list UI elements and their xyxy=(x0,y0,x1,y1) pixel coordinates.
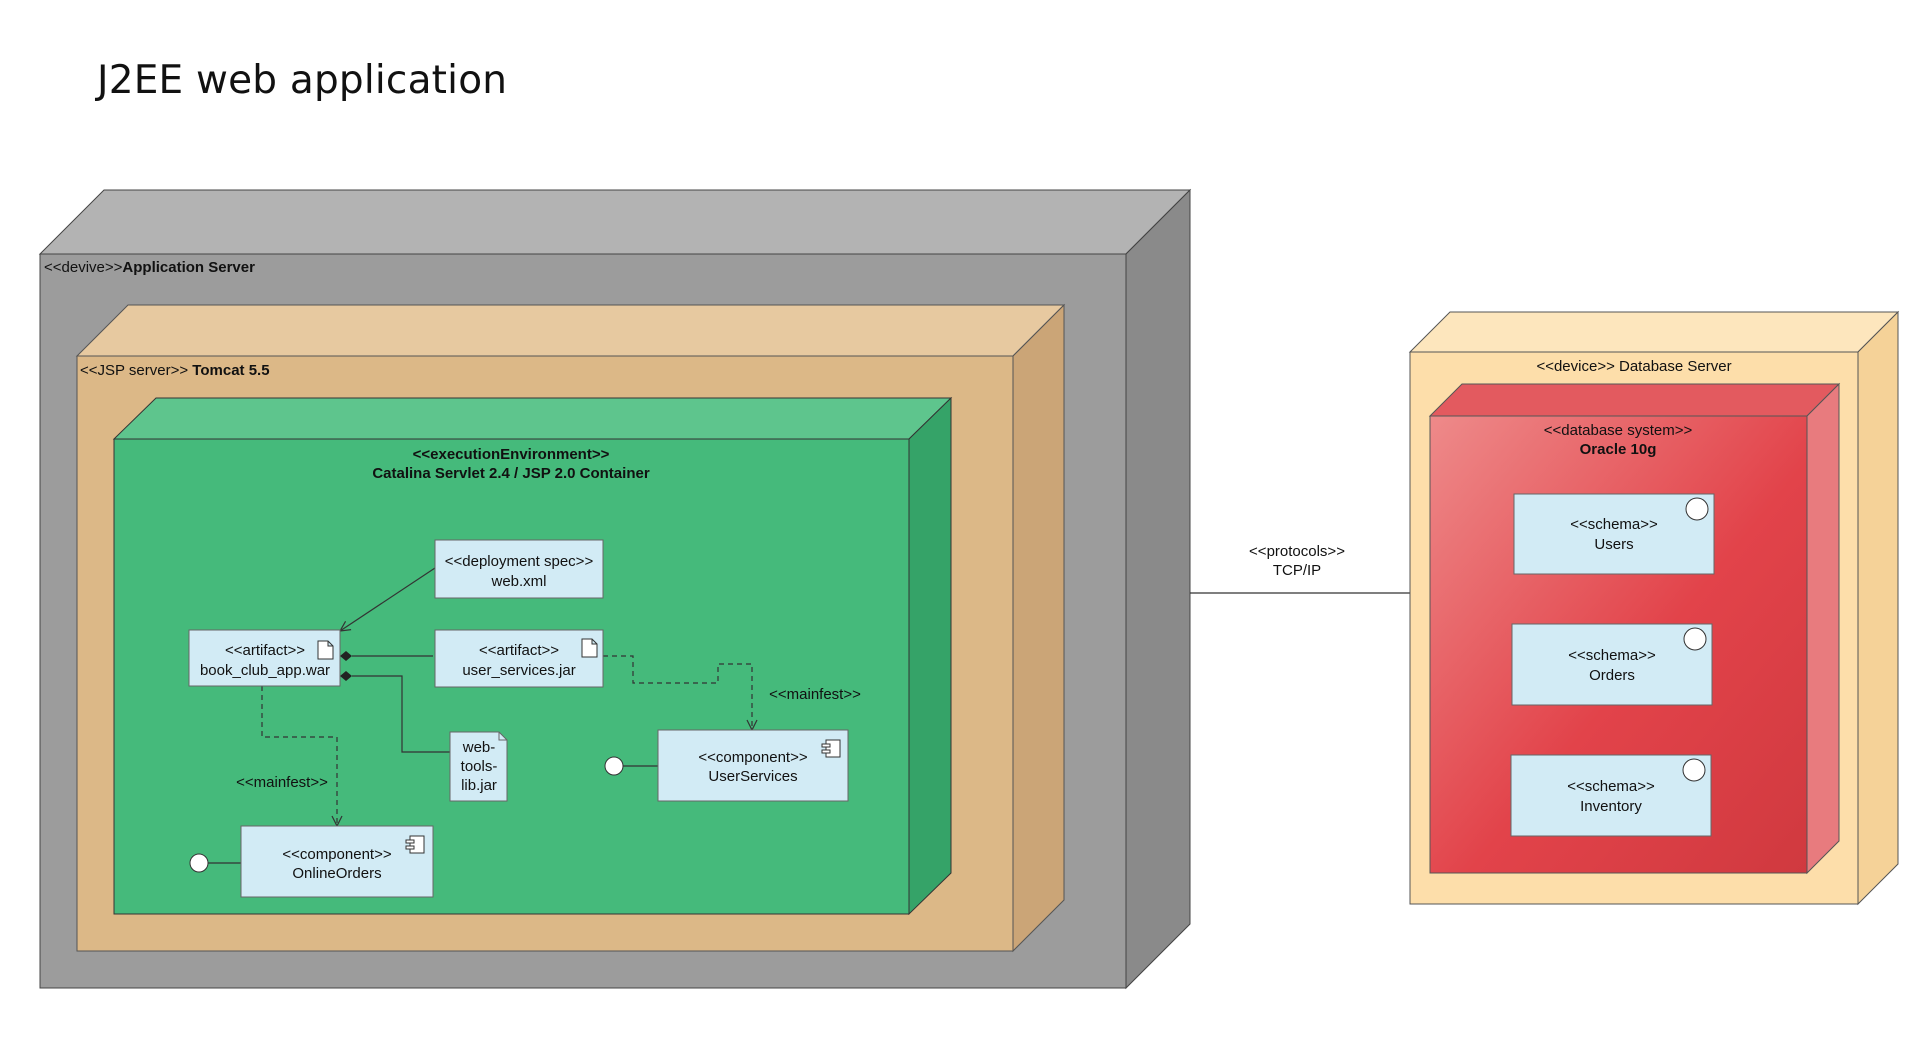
svg-text:tools-: tools- xyxy=(461,758,498,775)
schema-icon xyxy=(1683,627,1707,651)
artifact-web-tools-lib[interactable]: web- tools- lib.jar xyxy=(449,731,508,802)
container-stereotype: <<executionEnvironment>> xyxy=(413,446,610,463)
container-name: Catalina Servlet 2.4 / JSP 2.0 Container xyxy=(372,465,650,482)
tomcat-label: <<JSP server>> Tomcat 5.5 xyxy=(80,362,270,379)
composition-diamond-2 xyxy=(340,671,352,681)
component-user-services[interactable]: <<component>> UserServices xyxy=(657,729,849,802)
svg-text:<<artifact>>: <<artifact>> xyxy=(479,642,559,659)
composition-web-tools xyxy=(352,675,450,753)
component-icon xyxy=(405,835,425,854)
database-server-label: <<device>> Database Server xyxy=(1536,358,1731,375)
svg-text:web-: web- xyxy=(462,739,496,756)
svg-text:user_services.jar: user_services.jar xyxy=(462,662,575,679)
artifact-user-services-jar[interactable]: <<artifact>> user_services.jar xyxy=(434,629,604,688)
protocol-stereotype: <<protocols>> xyxy=(1249,543,1345,560)
manifest-label-online-orders: <<mainfest>> xyxy=(236,774,328,791)
svg-text:OnlineOrders: OnlineOrders xyxy=(292,865,381,882)
svg-text:Inventory: Inventory xyxy=(1580,798,1642,815)
svg-text:<<artifact>>: <<artifact>> xyxy=(225,642,305,659)
component-online-orders[interactable]: <<component>> OnlineOrders xyxy=(240,825,434,898)
svg-text:book_club_app.war: book_club_app.war xyxy=(200,662,330,679)
schema-inventory[interactable]: <<schema>> Inventory xyxy=(1510,754,1712,837)
oracle-stereotype: <<database system>> xyxy=(1544,422,1693,439)
deployment-spec-dependency xyxy=(340,567,436,631)
folded-corner xyxy=(498,732,507,741)
user-services-interface-icon xyxy=(604,756,624,776)
svg-text:<<component>>: <<component>> xyxy=(282,846,391,863)
component-icon xyxy=(821,739,841,758)
schema-icon xyxy=(1685,497,1709,521)
svg-text:lib.jar: lib.jar xyxy=(461,777,497,794)
oracle-name: Oracle 10g xyxy=(1580,441,1657,458)
svg-text:<<schema>>: <<schema>> xyxy=(1570,516,1658,533)
connectors xyxy=(189,567,752,873)
artifact-book-club-app[interactable]: <<artifact>> book_club_app.war xyxy=(188,629,341,687)
schema-users[interactable]: <<schema>> Users xyxy=(1513,493,1715,575)
svg-text:web.xml: web.xml xyxy=(490,573,546,590)
svg-text:UserServices: UserServices xyxy=(708,768,797,785)
schema-icon xyxy=(1682,758,1706,782)
svg-text:Orders: Orders xyxy=(1589,667,1635,684)
oracle-database-node[interactable]: <<database system>> Oracle 10g xyxy=(1428,382,1841,875)
application-server-label: <<devive>>Application Server xyxy=(44,259,255,276)
deployment-spec-web-xml[interactable]: <<deployment spec>> web.xml xyxy=(434,539,604,599)
svg-text:Users: Users xyxy=(1594,536,1633,553)
composition-diamond-1 xyxy=(340,651,352,661)
document-icon xyxy=(317,640,334,660)
document-icon xyxy=(581,638,598,658)
svg-text:<<schema>>: <<schema>> xyxy=(1568,647,1656,664)
schema-orders[interactable]: <<schema>> Orders xyxy=(1511,623,1713,706)
svg-text:<<deployment spec>>: <<deployment spec>> xyxy=(445,553,594,570)
diagram-title: J2EE web application xyxy=(97,58,508,103)
manifest-label-user-services: <<mainfest>> xyxy=(769,686,861,703)
svg-text:<<schema>>: <<schema>> xyxy=(1567,778,1655,795)
svg-text:<<component>>: <<component>> xyxy=(698,749,807,766)
protocol-name: TCP/IP xyxy=(1273,562,1321,579)
online-orders-interface-icon xyxy=(189,853,209,873)
manifest-user-services xyxy=(603,655,752,730)
